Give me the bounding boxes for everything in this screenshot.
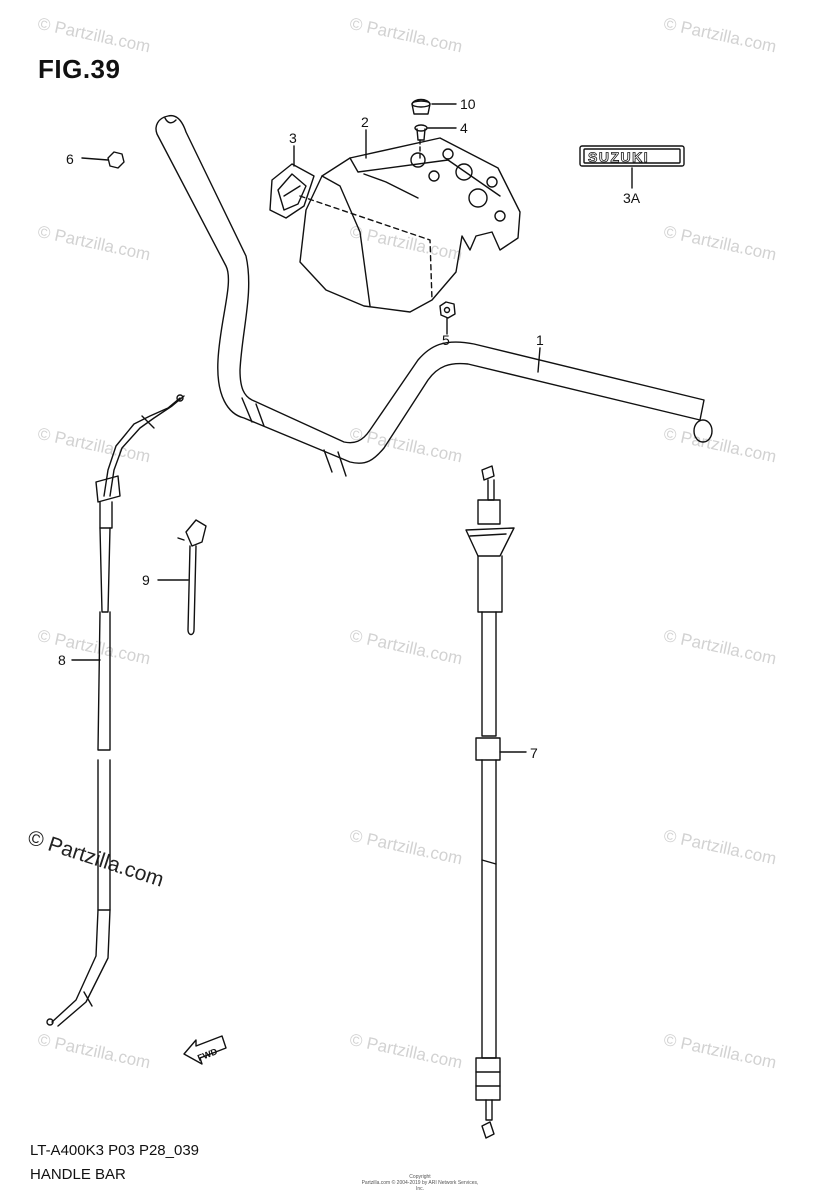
section-name: HANDLE BAR <box>30 1166 126 1183</box>
callout-10: 10 <box>460 96 476 112</box>
callout-9: 9 <box>142 572 150 588</box>
handlebar <box>155 114 713 477</box>
callout-2: 2 <box>361 114 369 130</box>
screw <box>414 124 428 141</box>
choke-cable <box>465 465 515 1139</box>
throttle-cable <box>46 394 185 1027</box>
copyright-line-2: Partzilla.com © 2004-2019 by ARI Network… <box>361 1180 479 1192</box>
copyright-line-1: Copyright <box>409 1174 431 1180</box>
cable-band <box>177 519 207 636</box>
handlebar-cover <box>299 137 521 313</box>
emblem-text: SUZUKI <box>588 149 649 165</box>
callout-6: 6 <box>66 151 74 167</box>
callout-8: 8 <box>58 652 66 668</box>
cover-emblem-plate <box>269 163 315 219</box>
callout-3a: 3A <box>623 190 641 206</box>
callout-3: 3 <box>289 130 297 146</box>
figure-title: FIG.39 <box>38 54 121 84</box>
plug <box>107 151 125 169</box>
callout-4: 4 <box>460 120 468 136</box>
callout-7: 7 <box>530 745 538 761</box>
suzuki-emblem <box>579 145 685 167</box>
copyright-notice: Copyright Partzilla.com © 2004-2019 by A… <box>360 1174 480 1192</box>
callout-1: 1 <box>536 332 544 348</box>
callout-5: 5 <box>442 332 450 348</box>
forward-arrow-icon <box>183 1035 227 1065</box>
nut <box>439 301 456 319</box>
cap <box>411 98 431 115</box>
model-code: LT-A400K3 P03 P28_039 <box>30 1142 200 1159</box>
